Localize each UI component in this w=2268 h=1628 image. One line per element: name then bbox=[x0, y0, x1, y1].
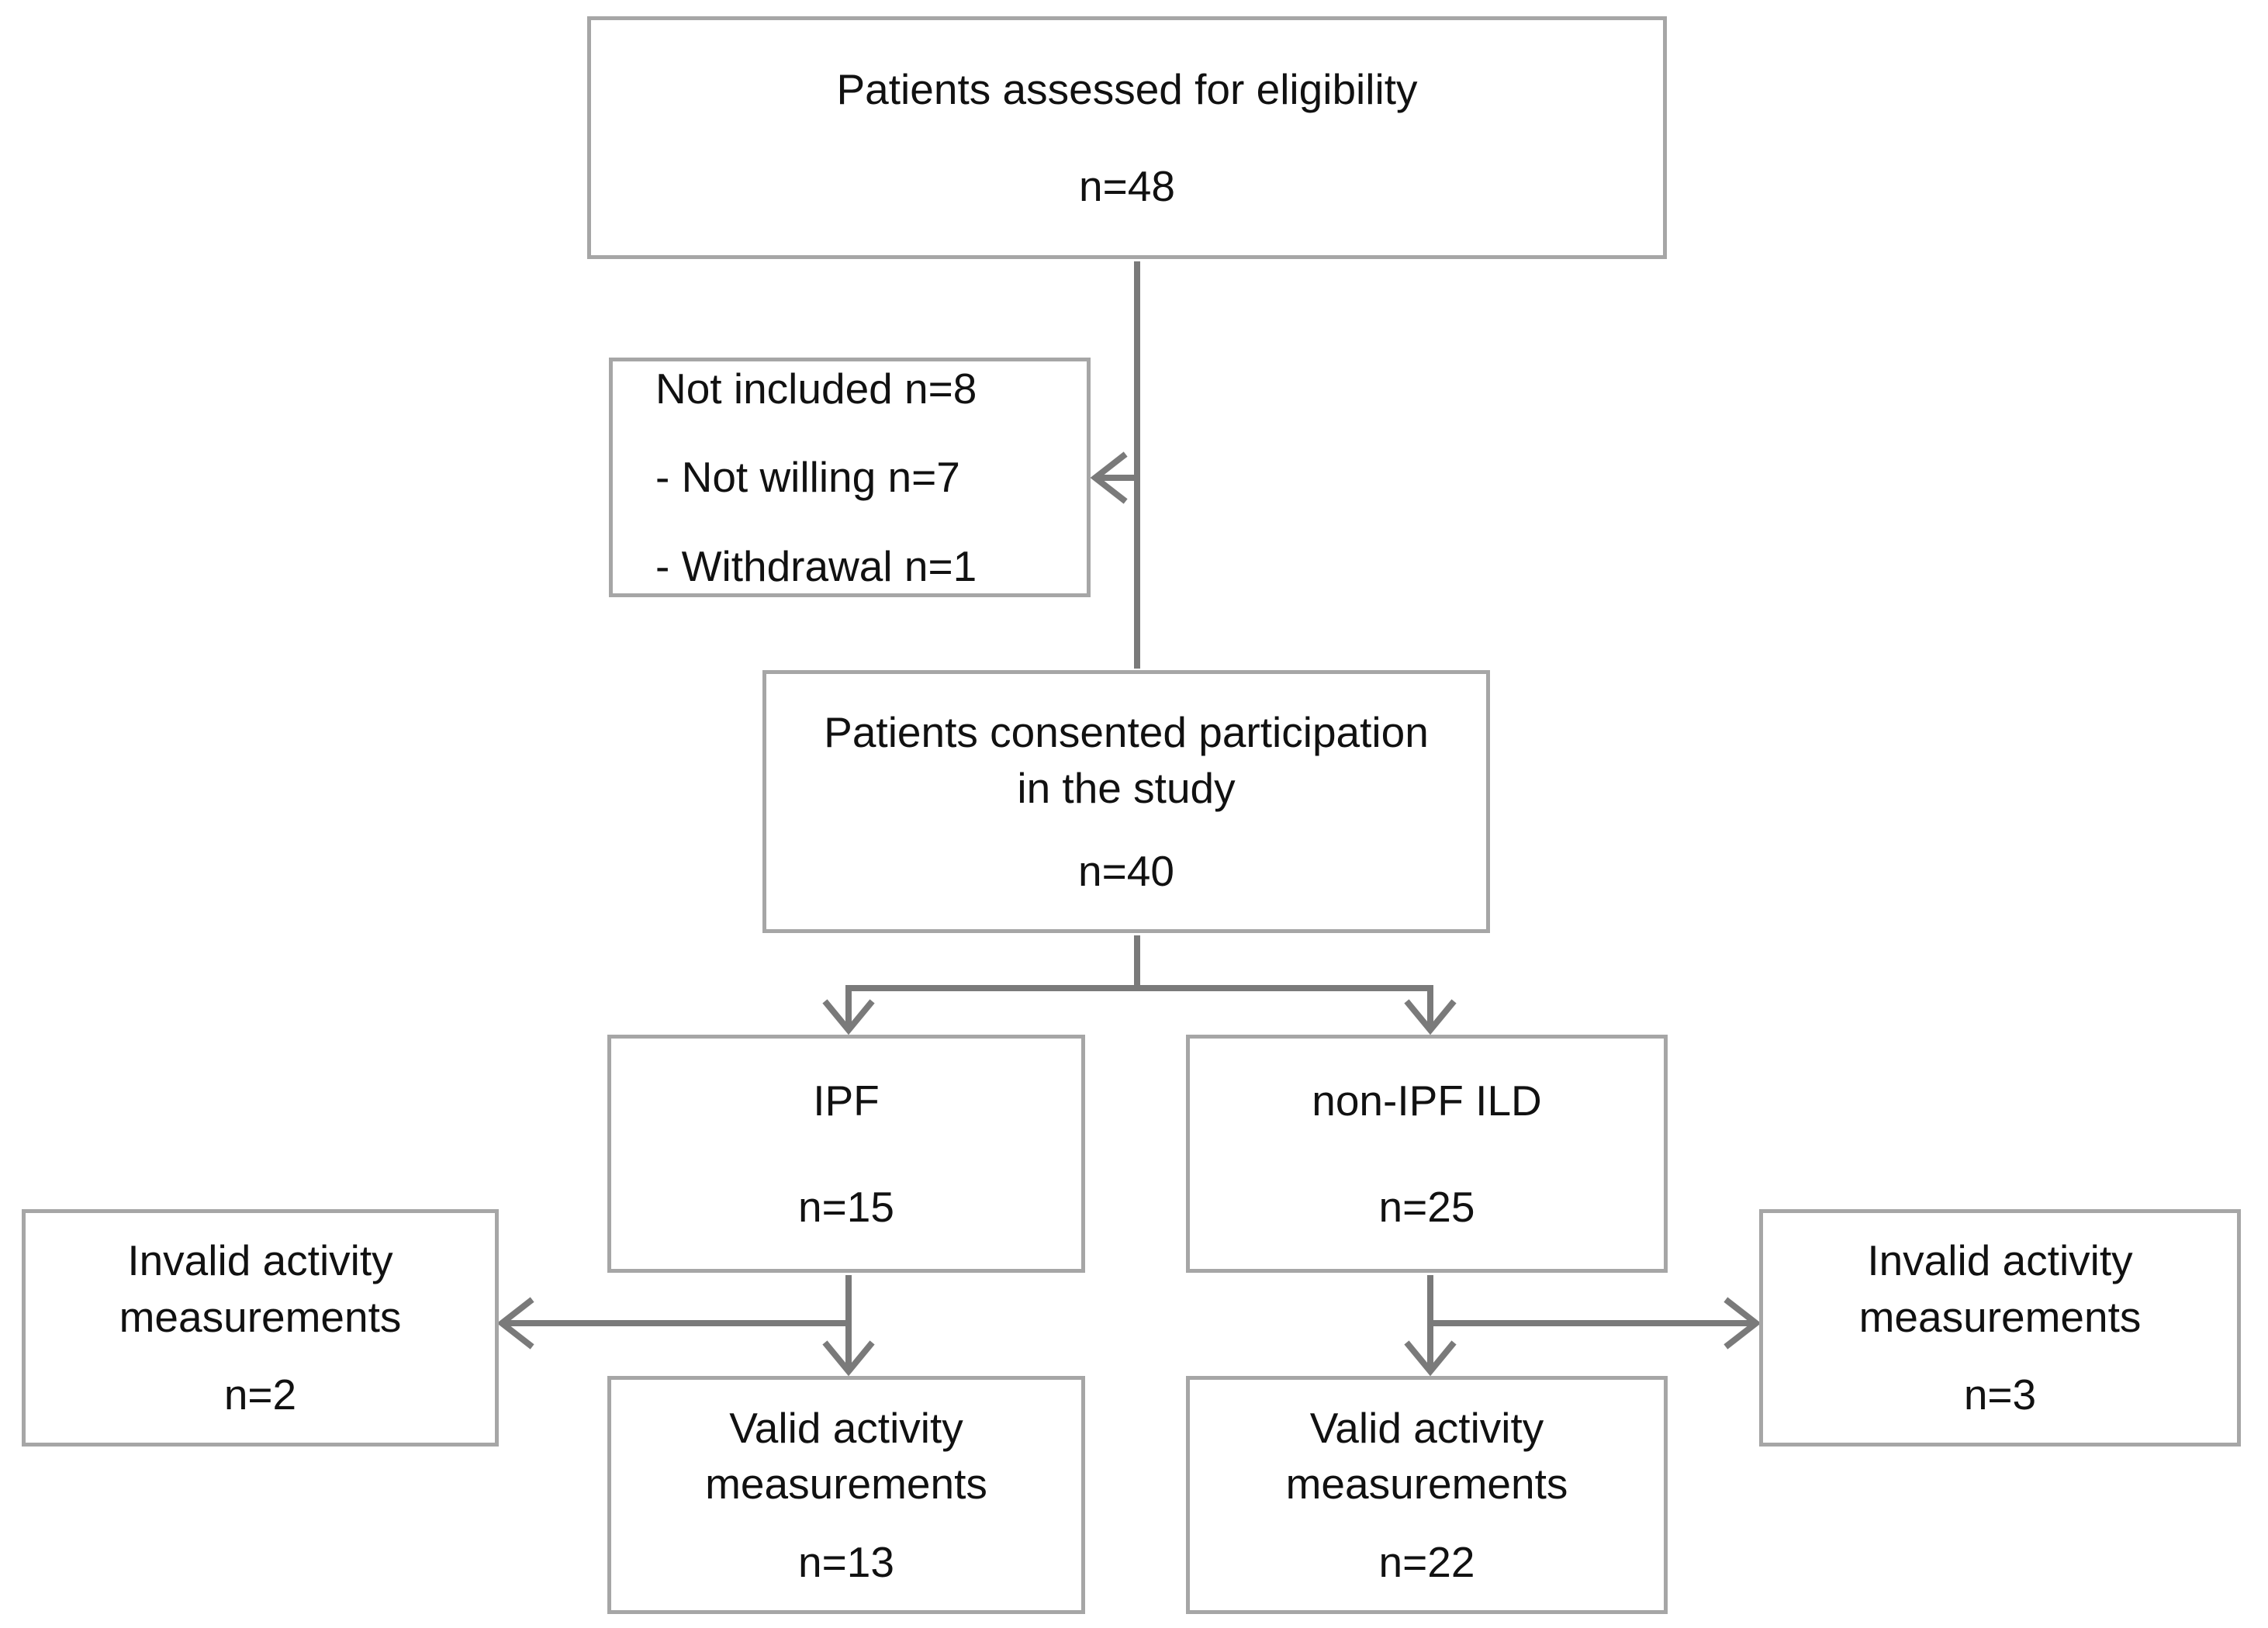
arrowhead-down-non-ipf-icon bbox=[1404, 999, 1457, 1035]
box-invalid-measurements-non-ipf: Invalid activity measurements n=3 bbox=[1759, 1209, 2241, 1447]
box-count: n=40 bbox=[1078, 846, 1174, 895]
box-count: n=15 bbox=[798, 1182, 894, 1231]
box-title: IPF bbox=[813, 1076, 880, 1125]
connector-to-not-included bbox=[1090, 451, 1137, 504]
box-count: n=22 bbox=[1378, 1537, 1475, 1586]
box-title: Valid activity measurements bbox=[1285, 1403, 1568, 1509]
not-included-reason-not-willing: - Not willing n=7 bbox=[655, 453, 960, 502]
not-included-total: Not included n=8 bbox=[655, 364, 977, 413]
arrowhead-left-icon bbox=[1090, 451, 1128, 504]
box-invalid-measurements-ipf: Invalid activity measurements n=2 bbox=[22, 1209, 499, 1447]
box-count: n=25 bbox=[1378, 1182, 1475, 1231]
not-included-reason-withdrawal: - Withdrawal n=1 bbox=[655, 541, 977, 590]
connector-split-line bbox=[845, 985, 1433, 1027]
box-patients-assessed: Patients assessed for eligibility n=48 bbox=[587, 16, 1667, 259]
box-count: n=48 bbox=[1079, 161, 1175, 210]
box-title: Patients assessed for eligibility bbox=[836, 64, 1418, 113]
arrowhead-down-valid-ipf-icon bbox=[822, 1340, 875, 1377]
box-title: Invalid activity measurements bbox=[1858, 1236, 2142, 1341]
arrowhead-left-invalid-ipf-icon bbox=[496, 1297, 534, 1350]
box-count: n=3 bbox=[1963, 1370, 2037, 1419]
box-count: n=2 bbox=[223, 1370, 297, 1419]
connector-ipf-branch bbox=[496, 1275, 875, 1377]
box-title: Valid activity measurements bbox=[705, 1403, 987, 1509]
box-count: n=13 bbox=[798, 1537, 894, 1586]
box-valid-measurements-non-ipf: Valid activity measurements n=22 bbox=[1186, 1376, 1668, 1614]
arrowhead-down-ipf-icon bbox=[822, 999, 875, 1035]
box-valid-measurements-ipf: Valid activity measurements n=13 bbox=[607, 1376, 1085, 1614]
box-non-ipf-ild-group: non-IPF ILD n=25 bbox=[1186, 1035, 1668, 1273]
box-title: Invalid activity measurements bbox=[119, 1236, 402, 1341]
box-ipf-group: IPF n=15 bbox=[607, 1035, 1085, 1273]
box-title: non-IPF ILD bbox=[1312, 1076, 1542, 1125]
connector-consented-split bbox=[822, 935, 1457, 1035]
arrowhead-right-invalid-non-ipf-icon bbox=[1723, 1297, 1762, 1350]
box-not-included: Not included n=8 - Not willing n=7 - Wit… bbox=[609, 358, 1091, 597]
box-patients-consented: Patients consented participation in the … bbox=[762, 670, 1490, 933]
box-title: Patients consented participation in the … bbox=[824, 707, 1429, 813]
arrowhead-down-valid-non-ipf-icon bbox=[1404, 1340, 1457, 1377]
connector-non-ipf-branch bbox=[1404, 1275, 1762, 1377]
